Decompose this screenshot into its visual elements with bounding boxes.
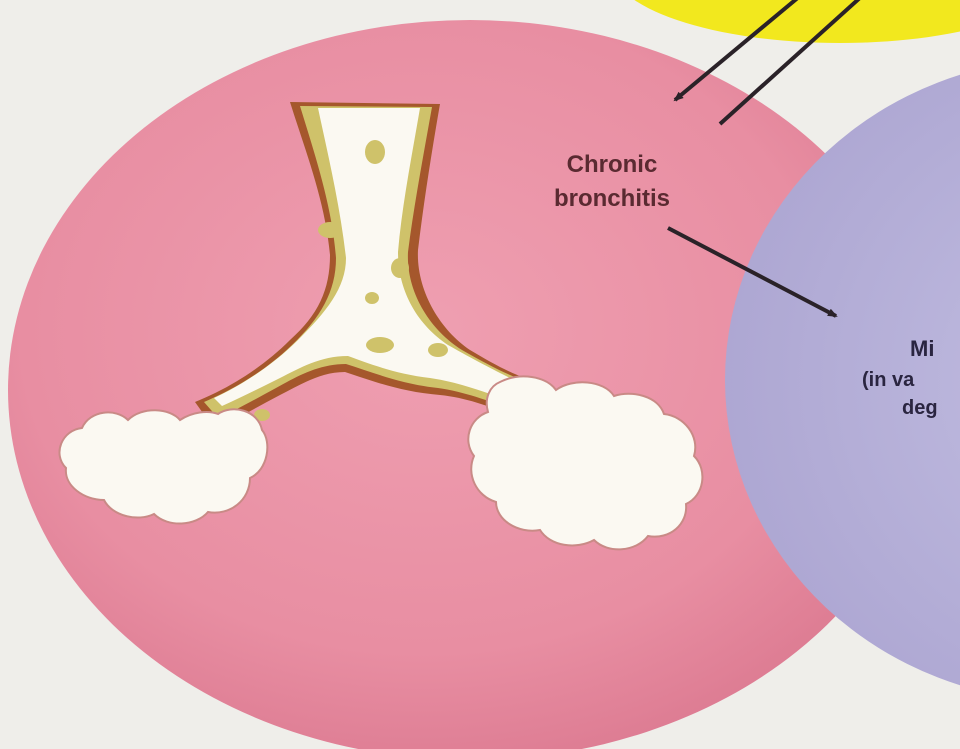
right-circle-label-line2: (in va (862, 369, 915, 391)
mucus-blob (428, 343, 448, 357)
mucus-blob (366, 337, 394, 353)
right-circle-label-line3: deg (902, 397, 938, 419)
mucus-blob (318, 222, 342, 238)
mucus-blob (365, 292, 379, 304)
mucus-blob (365, 140, 385, 164)
chronic-bronchitis-label-line1: Chronic (567, 151, 658, 178)
chronic-bronchitis-label-line2: bronchitis (554, 185, 670, 212)
mucus-blob (391, 258, 409, 278)
right-circle-label-line1: Mi (910, 336, 934, 361)
